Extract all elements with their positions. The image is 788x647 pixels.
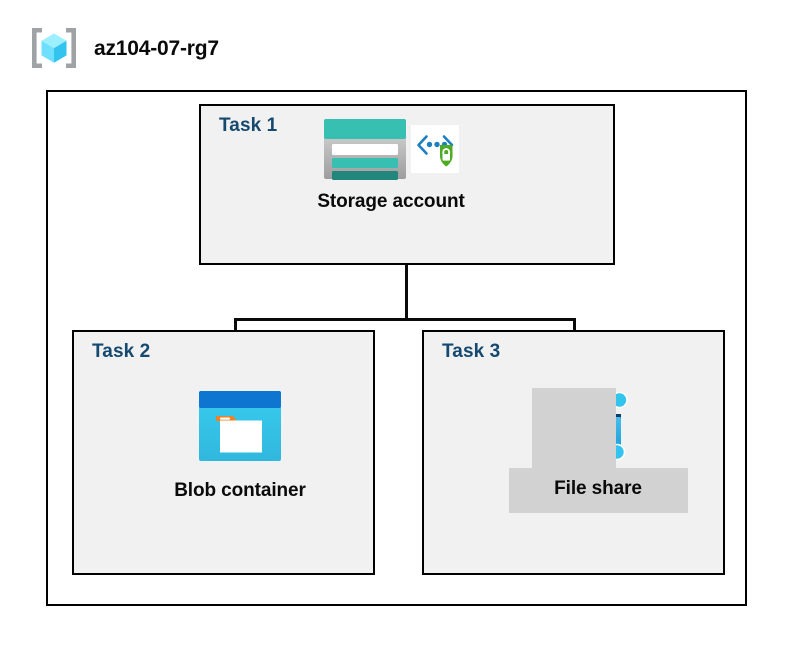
node-storage-account[interactable]: Storage account: [293, 118, 489, 213]
node-caption-file-share: File share: [554, 478, 642, 499]
storage-account-icon: [324, 119, 406, 180]
secure-endpoint-shield-icon: [411, 125, 459, 173]
node-blob-container[interactable]: Blob container: [150, 388, 330, 502]
node-caption-blob-container: Blob container: [174, 480, 306, 501]
task-label-3: Task 3: [442, 341, 501, 362]
connector-bus-horizontal: [234, 318, 576, 321]
blob-container-icon: [199, 391, 281, 461]
resource-group-icon: [32, 28, 76, 68]
connector-storage-to-bus: [405, 230, 408, 320]
task-label-2: Task 2: [92, 341, 151, 362]
resource-group-header: az104-07-rg7: [28, 22, 448, 74]
file-share-label-plate: [509, 468, 688, 513]
node-caption-storage-account: Storage account: [317, 191, 465, 212]
task-label-1: Task 1: [219, 115, 278, 136]
task-box-1: Task 1: [199, 104, 615, 265]
storage-icon-row: [323, 118, 459, 180]
file-share-icon-plate: [532, 388, 616, 470]
resource-group-title: az104-07-rg7: [94, 36, 219, 60]
